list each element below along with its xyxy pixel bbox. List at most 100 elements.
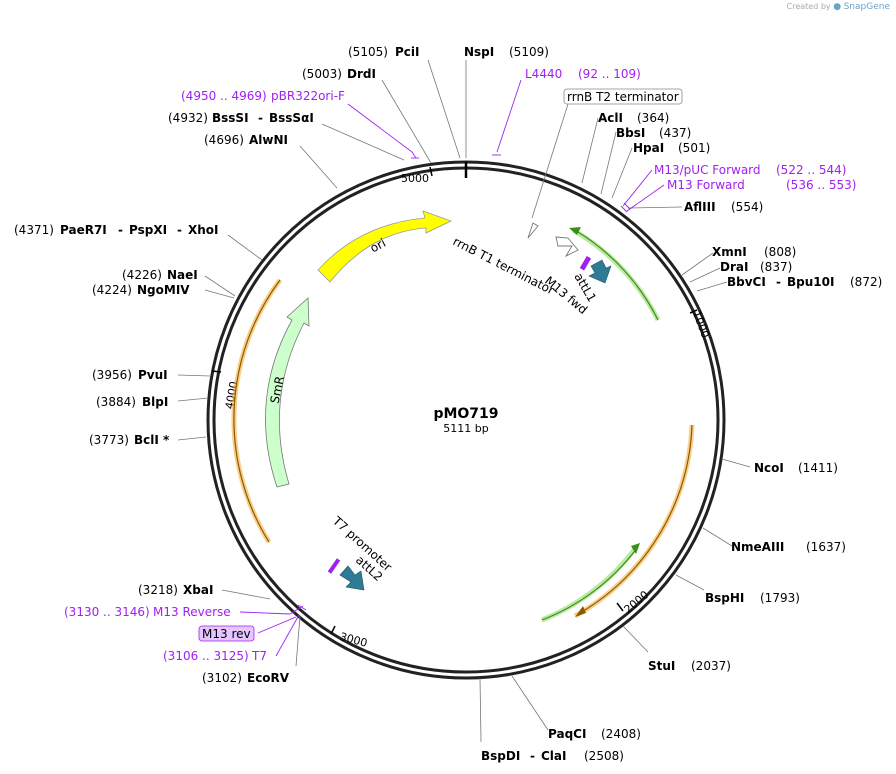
attl1-feature-arrow	[588, 259, 612, 284]
pvui-pos: (3956)	[92, 368, 132, 382]
rrnb-t1-label: rrnB T1 terminator	[451, 234, 557, 297]
bspdi-label: BspDI	[481, 749, 520, 763]
pbr322-pos: (4950 .. 4969)	[181, 89, 267, 103]
bsssai-label: BssSαI	[269, 111, 314, 125]
plasmid-name: pMO719	[433, 406, 498, 422]
bbvci-label: BbvCI	[727, 275, 766, 289]
m13-rev-label-box	[198, 625, 255, 642]
nspi-label: NspI	[464, 45, 494, 59]
orf-arc-right	[573, 424, 695, 619]
orf-arc-right-arrowhead	[575, 606, 586, 617]
afliii-pos: (554)	[731, 200, 763, 214]
m13-reverse-label: M13 Reverse	[153, 605, 231, 619]
xhoi-dash: -	[177, 223, 182, 237]
drdi-pos: (5003)	[302, 67, 342, 81]
leader-lines	[177, 59, 751, 743]
paqci-label: PaqCI	[548, 727, 586, 741]
tick-5000-mark	[429, 166, 433, 177]
attl2-feature-arrow	[339, 565, 365, 591]
l4440-pos: (92 .. 109)	[578, 67, 641, 81]
bpu10i-label: Bpu10I	[787, 275, 834, 289]
bsssi-pos: (4932)	[168, 111, 208, 125]
orf-arc-left-line	[233, 279, 281, 543]
xmni-pos: (808)	[764, 245, 796, 259]
tick-3000-mark	[330, 625, 336, 635]
tick-5000-label: 5000	[401, 172, 429, 185]
m13-puc-label: M13/pUC Forward	[654, 163, 761, 177]
naei-pos: (4226)	[122, 268, 162, 282]
ngomiv-pos: (4224)	[92, 283, 132, 297]
paqci-pos: (2408)	[601, 727, 641, 741]
afliii-label: AflIII	[684, 200, 716, 214]
bcli-pos: (3773)	[89, 433, 129, 447]
hpai-pos: (501)	[678, 141, 710, 155]
pbr322-label: pBR322ori-F	[271, 89, 345, 103]
bbsi-pos: (437)	[659, 126, 691, 140]
clai-label: ClaI	[541, 749, 566, 763]
tick-2000-mark	[616, 602, 624, 612]
rrnb-t2-label: rrnB T2 terminator	[567, 90, 679, 104]
m13-rev-box-label: M13 rev	[202, 627, 251, 641]
bbsi-label: BbsI	[616, 126, 645, 140]
m13-puc-pos: (522 .. 544)	[776, 163, 846, 177]
hpai-label: HpaI	[633, 141, 664, 155]
drdi-label: DrdI	[347, 67, 376, 81]
green-arc-bottom-arrowhead	[631, 543, 640, 554]
naei-label: NaeI	[167, 268, 198, 282]
tick-1000-label: 1000	[690, 309, 712, 340]
rrnb-t2-label-box	[563, 88, 683, 105]
nmeaiii-label: NmeAIII	[731, 540, 784, 554]
stui-pos: (2037)	[691, 659, 731, 673]
green-arc-top-arrowhead	[569, 227, 581, 235]
green-arc-top-line	[577, 231, 659, 321]
acli-pos: (364)	[637, 111, 669, 125]
drai-label: DraI	[720, 260, 748, 274]
xbai-label: XbaI	[183, 583, 213, 597]
plasmid-length: 5111 bp	[443, 422, 488, 435]
ecorv-pos: (3102)	[202, 671, 242, 685]
bspdi-pos: (2508)	[584, 749, 624, 763]
t7-promoter-mark	[327, 558, 341, 574]
pcii-label: PciI	[395, 45, 420, 59]
tick-4000-mark	[211, 370, 222, 373]
m13-reverse-pos: (3130 .. 3146)	[64, 605, 150, 619]
nspi-pos: (5109)	[509, 45, 549, 59]
rrnb-t2-terminator-marker	[527, 222, 539, 239]
alwni-pos: (4696)	[204, 133, 244, 147]
bsphi-pos: (1793)	[760, 591, 800, 605]
xhoi-label: XhoI	[188, 223, 219, 237]
smr-label: SmR	[268, 375, 287, 405]
t7-label: T7	[251, 649, 267, 663]
pspxi-dash: -	[118, 223, 123, 237]
blpi-pos: (3884)	[96, 395, 136, 409]
pcii-pos: (5105)	[348, 45, 388, 59]
ecorv-label: EcoRV	[247, 671, 290, 685]
ngomiv-label: NgoMIV	[137, 283, 190, 297]
m13-forward-label: M13 Forward	[667, 178, 745, 192]
bpu10i-dash: -	[776, 275, 781, 289]
green-arc-bottom-line	[541, 547, 638, 621]
drai-pos: (837)	[760, 260, 792, 274]
l4440-label: L4440	[525, 67, 562, 81]
bbvci-pos: (872)	[850, 275, 882, 289]
m13-fwd-primer-mark	[579, 255, 592, 271]
m13-forward-pos: (536 .. 553)	[786, 178, 856, 192]
pvui-label: PvuI	[138, 368, 168, 382]
bsssi-label: BssSI	[212, 111, 249, 125]
ori-feature-arrow	[317, 210, 453, 283]
brand-product: SnapGene	[843, 2, 890, 12]
snapgene-brand: Created by ● SnapGene	[787, 2, 890, 12]
paer7i-label: PaeR7I	[60, 223, 107, 237]
clai-dash: -	[530, 749, 535, 763]
primer-ticks	[297, 157, 631, 611]
t7-pos: (3106 .. 3125)	[163, 649, 249, 663]
ncoi-label: NcoI	[754, 461, 784, 475]
brand-created-by: Created by	[786, 2, 831, 11]
bcli-label: BclI *	[134, 433, 170, 447]
tick-1000-mark	[689, 309, 698, 314]
snapgene-logo-icon: ●	[833, 2, 842, 12]
blpi-label: BlpI	[142, 395, 168, 409]
nmeaiii-pos: (1637)	[806, 540, 846, 554]
xbai-pos: (3218)	[138, 583, 178, 597]
ori-label: ori	[368, 236, 388, 256]
